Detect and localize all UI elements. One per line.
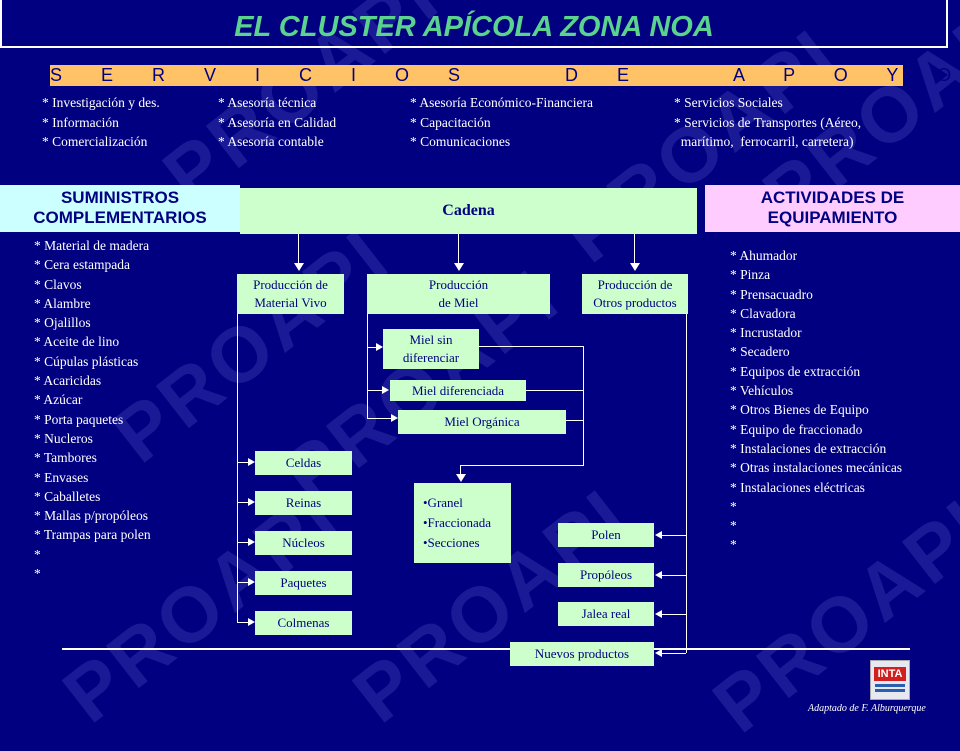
item-celdas: Celdas	[255, 451, 352, 475]
item-propoleos: Propóleos	[558, 563, 654, 587]
item-polen: Polen	[558, 523, 654, 547]
cadena-box: Cadena	[240, 188, 697, 234]
page-title: EL CLUSTER APÍCOLA ZONA NOA	[0, 0, 948, 48]
produccion-material-vivo: Producción de Material Vivo	[237, 274, 344, 314]
item-nucleos: Núcleos	[255, 531, 352, 555]
suministros-list: * Material de madera * Cera estampada * …	[34, 238, 151, 582]
actividades-list: * Ahumador * Pinza * Prensacuadro * Clav…	[730, 248, 903, 553]
produccion-otros: Producción de Otros productos	[582, 274, 688, 314]
divider-line	[62, 648, 510, 650]
actividades-header: ACTIVIDADES DE EQUIPAMIENTO	[705, 185, 960, 232]
suministros-header: SUMINISTROS COMPLEMENTARIOS	[0, 185, 240, 232]
miel-sin-diferenciar: Miel sin diferenciar	[383, 329, 479, 369]
item-colmenas: Colmenas	[255, 611, 352, 635]
servicios-col-4: * Servicios Sociales * Servicios de Tran…	[674, 95, 862, 149]
presentacion-box: •Granel •Fraccionada •Secciones	[414, 483, 511, 563]
item-reinas: Reinas	[255, 491, 352, 515]
credit-text: Adaptado de F. Alburquerque	[808, 703, 926, 714]
item-paquetes: Paquetes	[255, 571, 352, 595]
servicios-col-3: * Asesoría Económico-Financiera * Capaci…	[410, 95, 593, 149]
servicios-col-1: * Investigación y des. * Información * C…	[42, 95, 160, 149]
servicios-header: S E R V I C I O S D E A P O Y O	[50, 65, 960, 86]
item-nuevos-productos: Nuevos productos	[510, 642, 654, 666]
servicios-col-2: * Asesoría técnica * Asesoría en Calidad…	[218, 95, 337, 149]
produccion-miel: Producción de Miel	[367, 274, 550, 314]
miel-organica: Miel Orgánica	[398, 410, 566, 434]
inta-logo-text: INTA	[874, 667, 906, 681]
inta-logo: INTA	[870, 660, 910, 700]
miel-diferenciada: Miel diferenciada	[390, 380, 526, 401]
item-jalea-real: Jalea real	[558, 602, 654, 626]
